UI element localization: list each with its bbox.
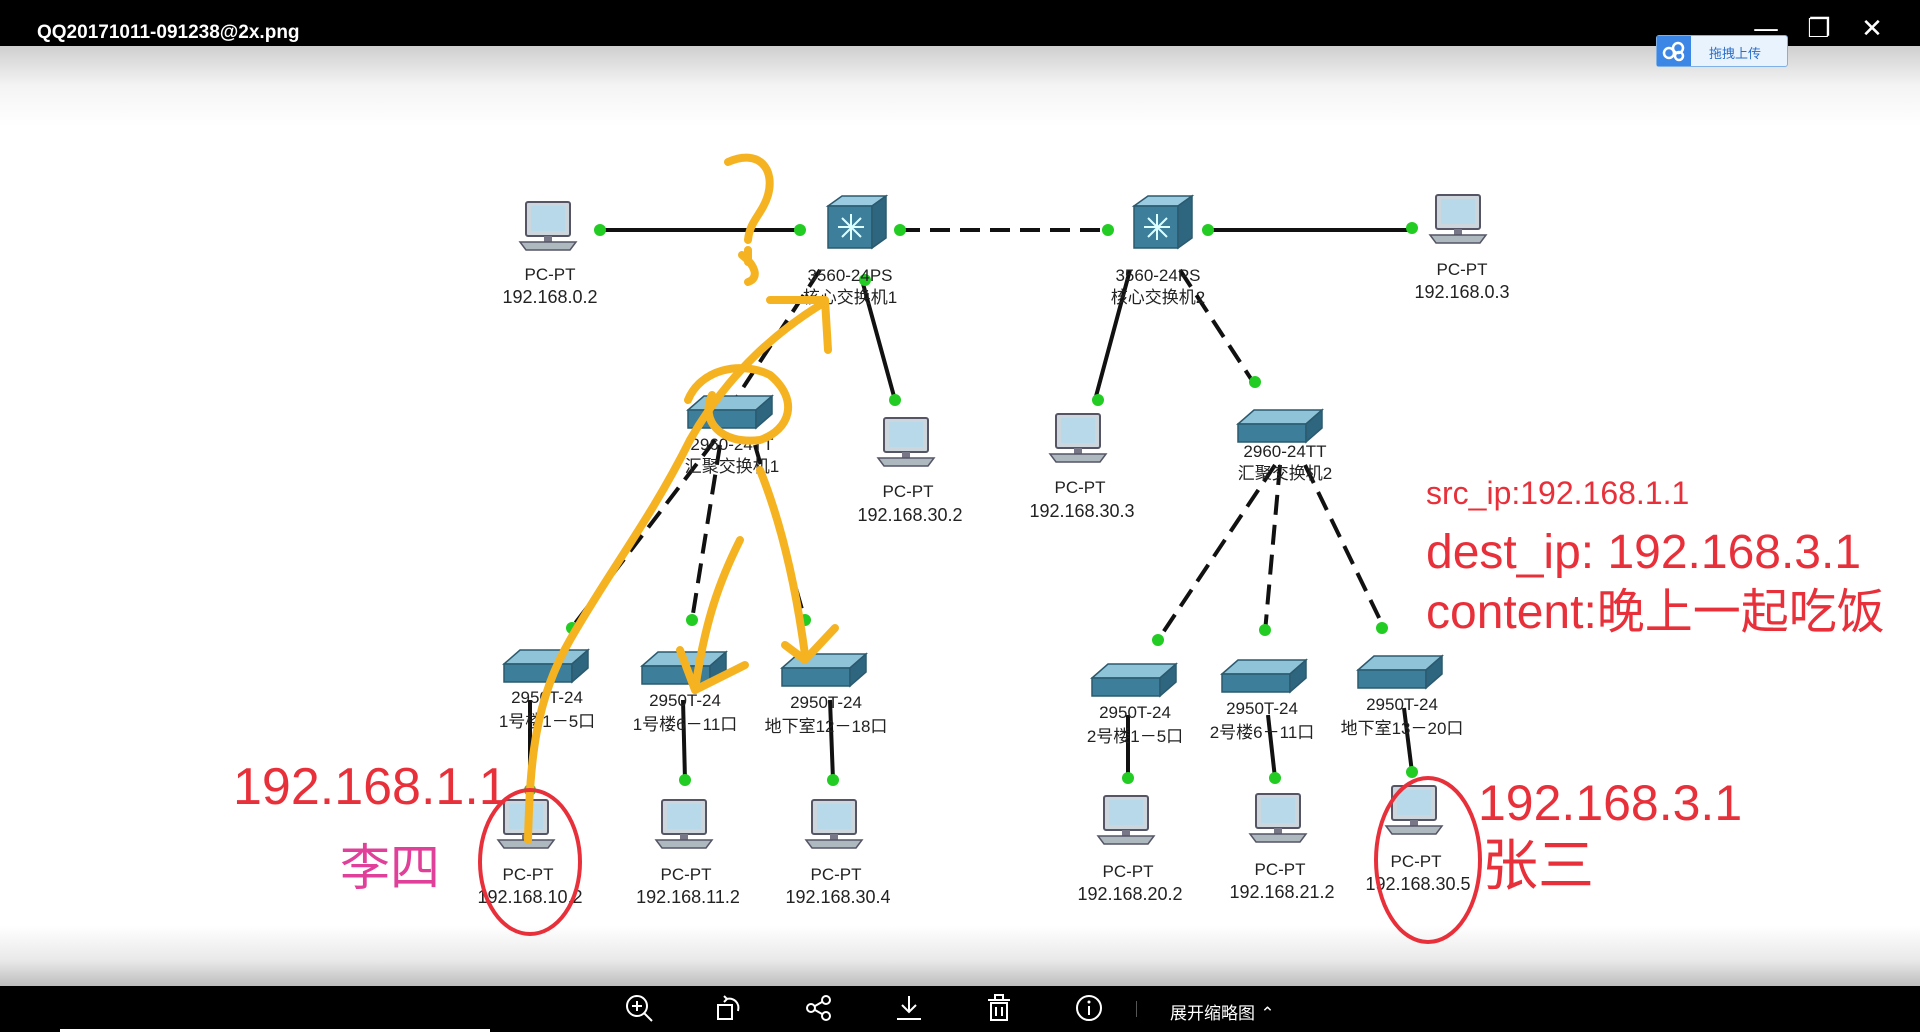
svg-text:192.168.0.3: 192.168.0.3: [1414, 282, 1509, 302]
pc-192-168-10-2: PC-PT 192.168.10.2: [477, 799, 583, 907]
svg-text:1号楼1－5口: 1号楼1－5口: [499, 712, 595, 731]
svg-text:192.168.30.3: 192.168.30.3: [1029, 501, 1134, 521]
network-diagram: 3560-24PS 核心交换机1 3560-24PS 核心交换机2 2960-2…: [233, 153, 1885, 944]
access-switch-6: 2950T-24 地下室13－20口: [1341, 655, 1464, 738]
dest-ip-label: dest_ip: 192.168.3.1: [1426, 526, 1861, 579]
expand-thumbnails-button[interactable]: 展开缩略图 ⌃: [1170, 999, 1275, 1024]
svg-text:2号楼6－11口: 2号楼6－11口: [1210, 723, 1315, 742]
upload-label: 拖拽上传: [1709, 47, 1762, 62]
access-switch-2: 2950T-24 1号楼6－11口: [633, 651, 738, 734]
close-button[interactable]: ✕: [1861, 14, 1883, 44]
restore-button[interactable]: ❐: [1807, 14, 1831, 44]
cloud-icon: [1657, 36, 1691, 66]
expand-thumbnails-label: 展开缩略图: [1170, 1004, 1255, 1024]
pc-192-168-11-2: PC-PT 192.168.11.2: [636, 799, 740, 907]
core-switch-1: 3560-24PS 核心交换机1: [803, 195, 897, 307]
pc-192-168-30-5: PC-PT 192.168.30.5: [1365, 785, 1471, 894]
content-label: content:晚上一起吃饭: [1426, 586, 1885, 639]
aggregation-switch-2: 2960-24TT 汇聚交换机2: [1237, 409, 1332, 483]
drag-upload-button[interactable]: 拖拽上传: [1656, 35, 1788, 67]
svg-text:3560-24PS: 3560-24PS: [807, 266, 892, 285]
share-icon[interactable]: [798, 986, 838, 1032]
access-switch-1: 2950T-24 1号楼1－5口: [499, 649, 595, 731]
src-ip-label: src_ip:192.168.1.1: [1426, 475, 1689, 511]
destination-ip-note: 192.168.3.1: [1478, 775, 1742, 831]
svg-text:PC-PT: PC-PT: [503, 865, 554, 884]
access-switch-3: 2950T-24 地下室12－18口: [765, 653, 888, 736]
svg-text:PC-PT: PC-PT: [1391, 852, 1442, 871]
window-title: QQ20171011-091238@2x.png: [37, 22, 300, 43]
svg-text:PC-PT: PC-PT: [1255, 860, 1306, 879]
pc-192-168-20-2: PC-PT 192.168.20.2: [1077, 795, 1183, 904]
svg-text:192.168.20.2: 192.168.20.2: [1077, 884, 1182, 904]
svg-text:2950T-24: 2950T-24: [1099, 703, 1171, 722]
svg-text:2950T-24: 2950T-24: [649, 691, 721, 710]
svg-text:汇聚交换机2: 汇聚交换机2: [1238, 464, 1332, 483]
viewer-toolbar: 展开缩略图 ⌃: [0, 986, 1920, 1032]
pc-192-168-30-3: PC-PT 192.168.30.3: [1029, 413, 1135, 521]
svg-text:192.168.10.2: 192.168.10.2: [477, 887, 582, 907]
svg-text:2950T-24: 2950T-24: [1226, 699, 1298, 718]
access-switch-5: 2950T-24 2号楼6－11口: [1210, 659, 1315, 742]
svg-text:PC-PT: PC-PT: [525, 265, 576, 284]
svg-text:PC-PT: PC-PT: [1055, 478, 1106, 497]
link-dots: [524, 222, 1418, 796]
svg-text:地下室13－20口: 地下室13－20口: [1341, 719, 1464, 738]
thumbnail-strip-indicator: [60, 1029, 490, 1032]
svg-text:1号楼6－11口: 1号楼6－11口: [633, 715, 738, 734]
svg-text:2号楼1－5口: 2号楼1－5口: [1087, 727, 1183, 746]
zoom-in-icon[interactable]: [618, 986, 658, 1032]
svg-text:3560-24PS: 3560-24PS: [1115, 266, 1200, 285]
pc-192-168-0-3: PC-PT 192.168.0.3: [1414, 194, 1510, 302]
core-switch-2: 3560-24PS 核心交换机2: [1111, 195, 1205, 307]
source-ip-note: 192.168.1.1: [233, 758, 508, 816]
pc-192-168-0-2: PC-PT 192.168.0.2: [502, 201, 598, 307]
svg-text:汇聚交换机1: 汇聚交换机1: [685, 457, 779, 476]
svg-text:PC-PT: PC-PT: [883, 482, 934, 501]
svg-text:核心交换机2: 核心交换机2: [1111, 288, 1205, 307]
svg-text:PC-PT: PC-PT: [661, 865, 712, 884]
svg-text:192.168.30.5: 192.168.30.5: [1365, 874, 1470, 894]
image-viewport: 3560-24PS 核心交换机1 3560-24PS 核心交换机2 2960-2…: [0, 46, 1920, 986]
pc-192-168-30-2: PC-PT 192.168.30.2: [857, 417, 963, 525]
pc-192-168-30-4: PC-PT 192.168.30.4: [785, 799, 891, 907]
svg-text:PC-PT: PC-PT: [811, 865, 862, 884]
pc-192-168-21-2: PC-PT 192.168.21.2: [1229, 793, 1335, 902]
svg-text:PC-PT: PC-PT: [1437, 260, 1488, 279]
source-name-note: 李四: [340, 840, 440, 896]
source-circle: [478, 788, 582, 936]
svg-text:PC-PT: PC-PT: [1103, 862, 1154, 881]
title-bar: QQ20171011-091238@2x.png — ❐ ✕: [0, 0, 1920, 46]
info-icon[interactable]: [1068, 986, 1108, 1032]
aggregation-switch-1: 2960-24TT 汇聚交换机1: [685, 395, 779, 476]
svg-text:192.168.21.2: 192.168.21.2: [1229, 882, 1334, 902]
chevron-up-icon: ⌃: [1260, 1004, 1275, 1024]
svg-text:192.168.0.2: 192.168.0.2: [502, 287, 597, 307]
download-icon[interactable]: [888, 986, 928, 1032]
svg-text:192.168.30.2: 192.168.30.2: [857, 505, 962, 525]
svg-text:2960-24TT: 2960-24TT: [1243, 442, 1326, 461]
svg-text:2950T-24: 2950T-24: [790, 693, 862, 712]
delete-icon[interactable]: [978, 986, 1018, 1032]
rotate-icon[interactable]: [708, 986, 748, 1032]
svg-text:192.168.30.4: 192.168.30.4: [785, 887, 890, 907]
svg-text:192.168.11.2: 192.168.11.2: [636, 887, 740, 907]
packet-path-scribble: [524, 153, 839, 844]
destination-name-note: 张三: [1482, 834, 1594, 897]
access-switch-4: 2950T-24 2号楼1－5口: [1087, 663, 1183, 746]
toolbar-divider: [1136, 1001, 1137, 1017]
destination-circle: [1374, 776, 1482, 944]
svg-text:地下室12－18口: 地下室12－18口: [765, 717, 888, 736]
svg-text:2950T-24: 2950T-24: [1366, 695, 1438, 714]
question-mark: ?: [742, 264, 743, 266]
